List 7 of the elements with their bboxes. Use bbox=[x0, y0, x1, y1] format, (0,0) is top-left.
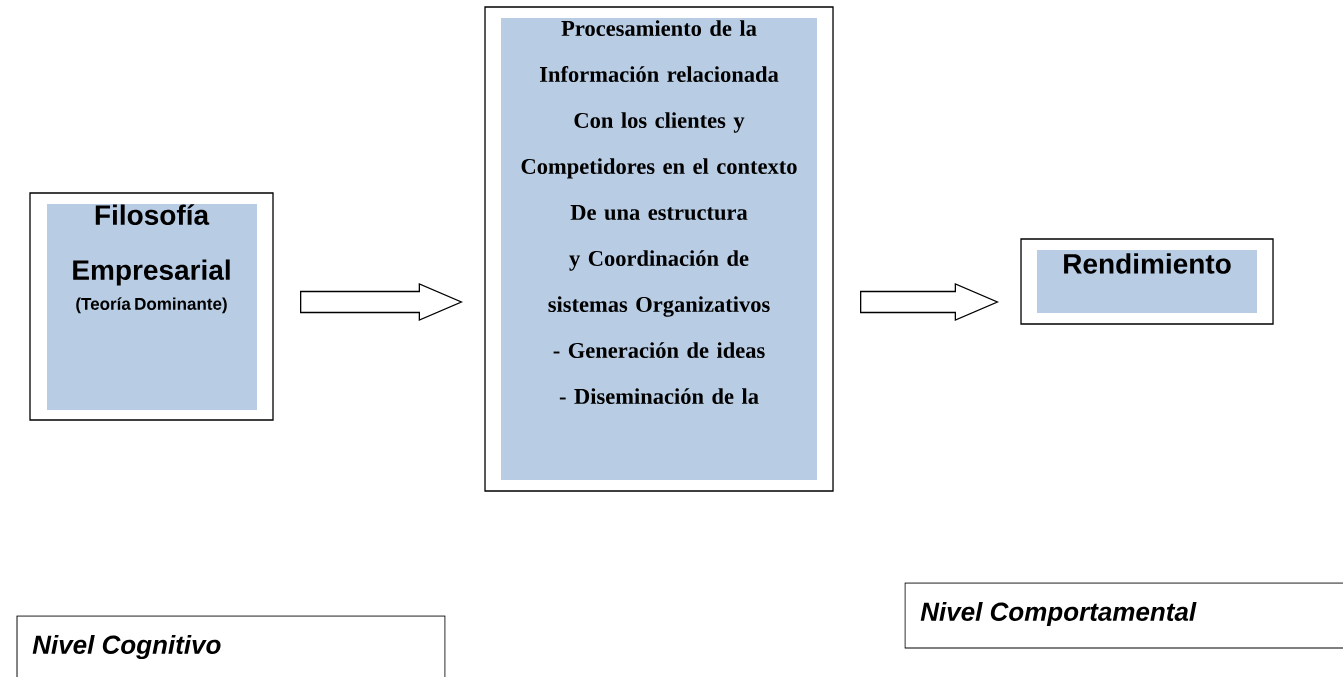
concept-box: Rendimiento bbox=[1020, 238, 1274, 325]
concept-box: Filosofía Empresarial (Teoría Dominante) bbox=[29, 192, 274, 421]
block-arrow bbox=[300, 283, 463, 321]
concept-box: Procesamiento de la Información relacionada Con los clientes y Competidores en el contexto De una estructura y Coordinación de sistemas Organizativos - Generación de ideas - Diseminación de la bbox=[484, 6, 834, 492]
level-box: Nivel Comportamental bbox=[904, 582, 1343, 649]
level-box: Nivel Cognitivo bbox=[16, 615, 446, 677]
block-arrow bbox=[860, 283, 999, 321]
